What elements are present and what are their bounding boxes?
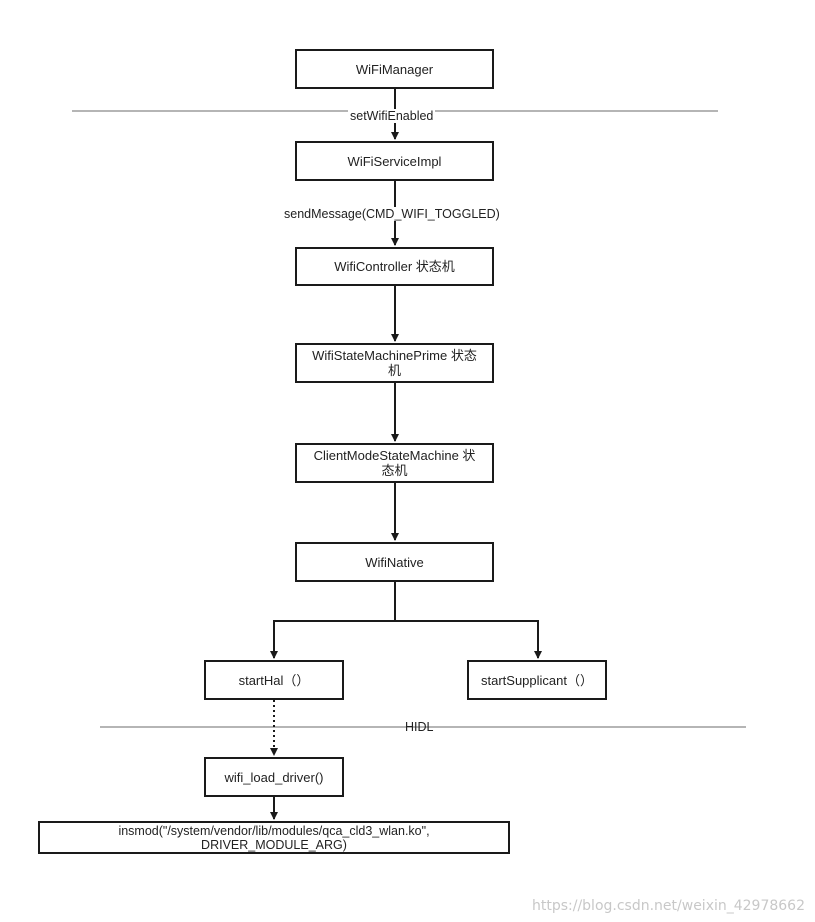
watermark: https://blog.csdn.net/weixin_42978662: [531, 898, 805, 914]
separator-label-hidl: HIDL: [405, 720, 434, 734]
node-wifi-native: WifiNative: [295, 542, 494, 582]
node-start-hal-label: startHal（）: [238, 672, 310, 688]
node-start-supplicant-label: startSupplicant（）: [481, 672, 593, 688]
node-wifi-service-impl: WiFiServiceImpl: [295, 141, 494, 181]
node-wifi-load-driver-label: wifi_load_driver(): [224, 769, 324, 785]
node-wifi-state-machine-prime-label: WifiStateMachinePrime 状态 机: [312, 348, 477, 378]
node-wifi-state-machine-prime: WifiStateMachinePrime 状态 机: [295, 343, 494, 383]
node-start-hal: startHal（）: [204, 660, 344, 700]
node-client-mode-state-machine: ClientModeStateMachine 状 态机: [295, 443, 494, 483]
node-insmod-label: insmod("/system/vendor/lib/modules/qca_c…: [118, 823, 430, 852]
node-start-supplicant: startSupplicant（）: [467, 660, 607, 700]
node-wifi-controller: WifiController 状态机: [295, 247, 494, 286]
node-wifi-controller-label: WifiController 状态机: [334, 259, 455, 274]
node-wifi-manager-label: WiFiManager: [355, 61, 434, 77]
node-wifi-service-impl-label: WiFiServiceImpl: [347, 153, 442, 169]
node-wifi-manager: WiFiManager: [295, 49, 494, 89]
node-wifi-load-driver: wifi_load_driver(): [204, 757, 344, 797]
node-client-mode-state-machine-label: ClientModeStateMachine 状 态机: [313, 448, 476, 478]
node-wifi-native-label: WifiNative: [365, 554, 424, 570]
edge-label-send-message: sendMessage(CMD_WIFI_TOGGLED): [282, 207, 502, 221]
node-insmod: insmod("/system/vendor/lib/modules/qca_c…: [38, 821, 510, 854]
edge-label-set-wifi-enabled: setWifiEnabled: [348, 109, 436, 123]
